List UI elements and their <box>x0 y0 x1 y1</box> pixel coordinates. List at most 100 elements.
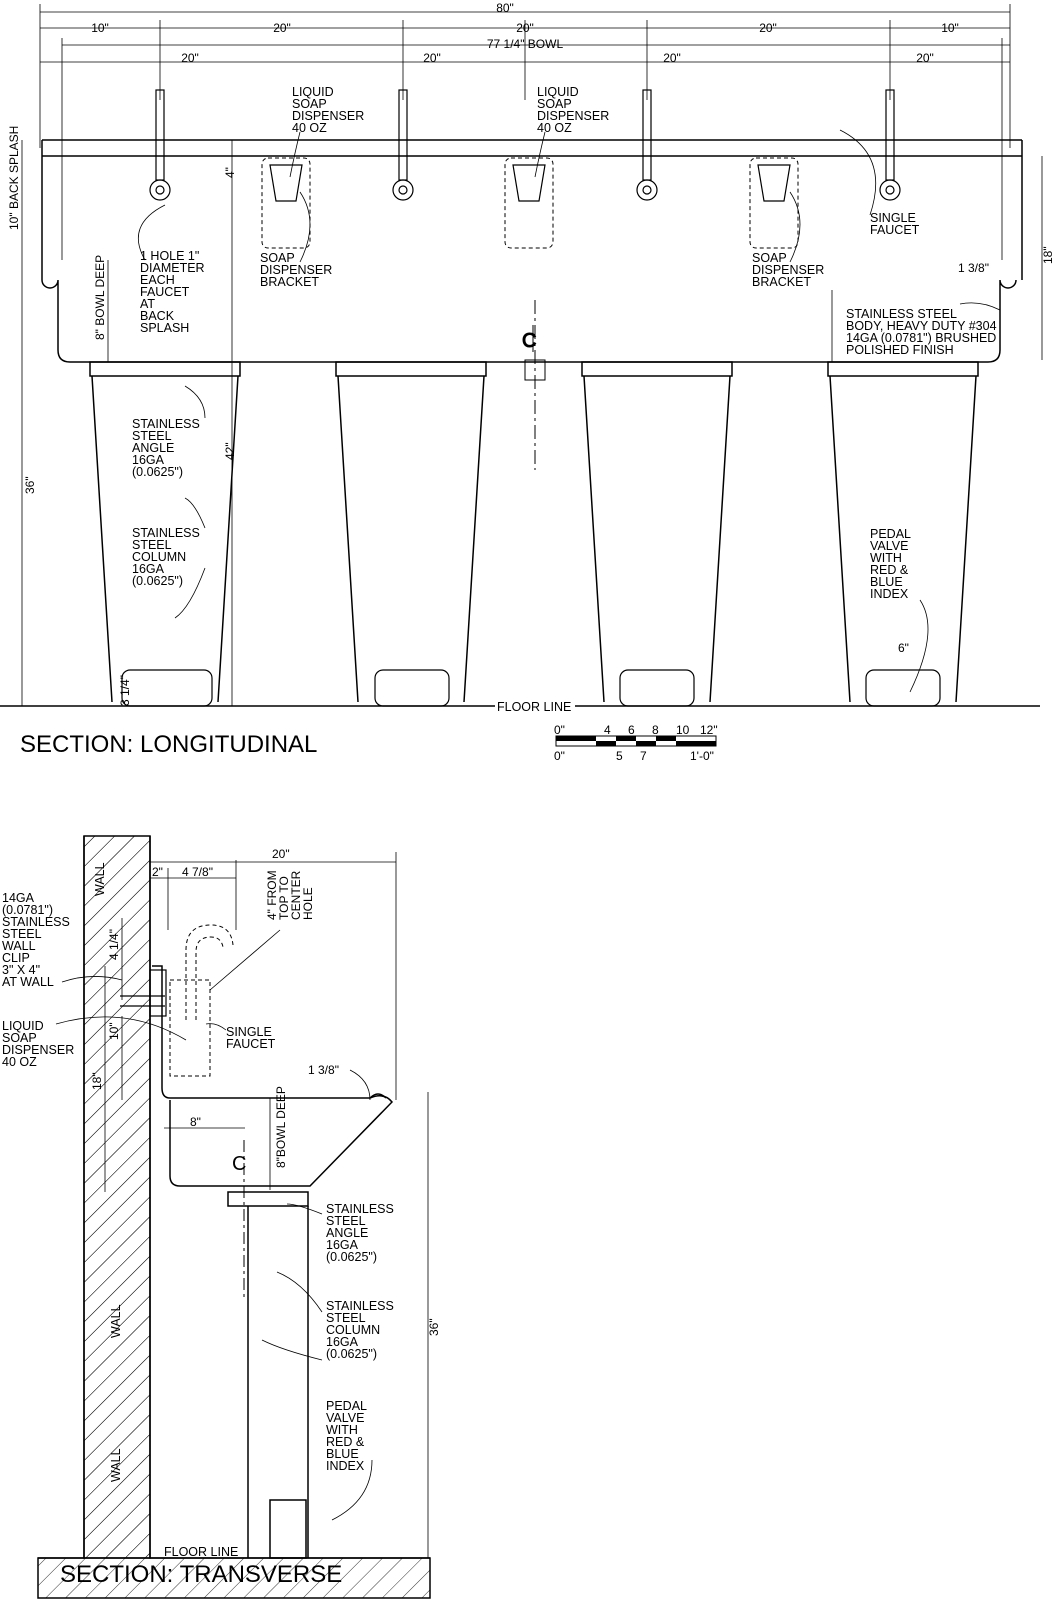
wall <box>37 835 431 1599</box>
svg-text:STAINLESS: STAINLESS <box>326 1299 394 1313</box>
svg-text:INDEX: INDEX <box>326 1459 365 1473</box>
transverse-faucet <box>169 924 234 1077</box>
dim-6: 6" <box>898 641 909 655</box>
dim-20-c: 20" <box>759 21 777 35</box>
svg-text:14GA: 14GA <box>2 891 35 905</box>
sink-body <box>41 139 1023 363</box>
label-bracket-1: SOAP DISPENSER BRACKET <box>260 251 332 289</box>
scale-top-12: 12" <box>700 723 718 737</box>
svg-text:DISPENSER: DISPENSER <box>292 109 364 123</box>
faucets <box>149 89 901 201</box>
svg-text:STEEL: STEEL <box>2 927 42 941</box>
t-dim-4-1-4: 4 1/4" <box>107 929 121 960</box>
scale-top-4: 4 <box>604 723 611 737</box>
svg-text:VALVE: VALVE <box>326 1411 364 1425</box>
svg-text:WITH: WITH <box>870 551 902 565</box>
columns <box>89 361 979 703</box>
label-hole: 1 HOLE 1" DIAMETER EACH FAUCET AT BACK S… <box>140 249 205 335</box>
t-label-from-top: 4" FROM TOP TO CENTER HOLE <box>265 870 315 920</box>
label-pedal: PEDAL VALVE WITH RED & BLUE INDEX <box>870 527 911 601</box>
t-dim-8: 8" <box>190 1115 201 1129</box>
t-label-wall-clip: 14GA (0.0781") STAINLESS STEEL WALL CLIP… <box>2 891 70 989</box>
svg-text:STAINLESS: STAINLESS <box>132 417 200 431</box>
dim-18: 18" <box>1041 246 1055 264</box>
svg-text:(0.0625"): (0.0625") <box>326 1250 377 1264</box>
svg-text:FAUCET: FAUCET <box>226 1037 276 1051</box>
sink-profile <box>152 965 394 1187</box>
svg-text:PEDAL: PEDAL <box>326 1399 367 1413</box>
svg-text:16GA: 16GA <box>132 562 165 576</box>
svg-text:CLIP: CLIP <box>2 951 30 965</box>
dim-20-a: 20" <box>273 21 291 35</box>
dim-3-1-4: 3 1/4" <box>118 675 132 706</box>
dim-bowl-deep: 8" BOWL DEEP <box>93 255 107 340</box>
svg-text:BODY, HEAVY DUTY #304: BODY, HEAVY DUTY #304 <box>846 319 997 333</box>
t-label-pedal: PEDAL VALVE WITH RED & BLUE INDEX <box>326 1399 367 1473</box>
dim-20-s2: 20" <box>423 51 441 65</box>
svg-text:DISPENSER: DISPENSER <box>260 263 332 277</box>
scale-bottom-0: 0" <box>554 749 565 763</box>
svg-text:PEDAL: PEDAL <box>870 527 911 541</box>
scale-top-6: 6 <box>628 723 635 737</box>
svg-text:STEEL: STEEL <box>132 429 172 443</box>
faucet-4 <box>879 89 901 201</box>
faucet-3 <box>636 89 658 201</box>
dim-10-right: 10" <box>941 21 959 35</box>
svg-text:AT: AT <box>140 297 155 311</box>
label-angle: STAINLESS STEEL ANGLE 16GA (0.0625") <box>132 417 200 479</box>
svg-text:1 HOLE 1": 1 HOLE 1" <box>140 249 199 263</box>
svg-text:FAUCET: FAUCET <box>140 285 190 299</box>
svg-text:40 OZ: 40 OZ <box>537 121 572 135</box>
svg-text:(0.0781"): (0.0781") <box>2 903 53 917</box>
svg-text:SINGLE: SINGLE <box>226 1025 272 1039</box>
svg-text:COLUMN: COLUMN <box>326 1323 380 1337</box>
svg-text:WITH: WITH <box>326 1423 358 1437</box>
scale-top-0: 0" <box>554 723 565 737</box>
svg-text:SPLASH: SPLASH <box>140 321 189 335</box>
dim-bowl: 77 1/4" BOWL <box>487 37 564 51</box>
soap-dispensers <box>261 157 799 249</box>
svg-text:40 OZ: 40 OZ <box>292 121 327 135</box>
t-label-faucet: SINGLE FAUCET <box>226 1025 276 1051</box>
svg-text:STAINLESS STEEL: STAINLESS STEEL <box>846 307 957 321</box>
transverse-dim-lines <box>104 852 429 1558</box>
svg-text:BACK: BACK <box>140 309 175 323</box>
t-dim-4-7-8: 4 7/8" <box>182 865 213 879</box>
dim-4: 4" <box>223 167 237 178</box>
dim-20-s3: 20" <box>663 51 681 65</box>
svg-text:14GA (0.0781") BRUSHED: 14GA (0.0781") BRUSHED <box>846 331 996 345</box>
svg-text:16GA: 16GA <box>132 453 165 467</box>
svg-text:STEEL: STEEL <box>132 538 172 552</box>
wall-label-3: WALL <box>109 1448 123 1482</box>
label-soap-dispenser-2: LIQUID SOAP DISPENSER 40 OZ <box>537 85 609 135</box>
svg-text:BRACKET: BRACKET <box>260 275 319 289</box>
dim-10-left: 10" <box>91 21 109 35</box>
svg-text:STAINLESS: STAINLESS <box>326 1202 394 1216</box>
svg-text:16GA: 16GA <box>326 1238 359 1252</box>
svg-text:AT WALL: AT WALL <box>2 975 54 989</box>
svg-text:STAINLESS: STAINLESS <box>132 526 200 540</box>
t-label-soap: LIQUID SOAP DISPENSER 40 OZ <box>2 1019 74 1069</box>
svg-text:SOAP: SOAP <box>752 251 787 265</box>
svg-text:VALVE: VALVE <box>870 539 908 553</box>
svg-text:FAUCET: FAUCET <box>870 223 920 237</box>
centerline: C <box>522 300 546 470</box>
dim-80: 80" <box>496 1 514 15</box>
svg-text:LIQUID: LIQUID <box>2 1019 44 1033</box>
svg-text:SINGLE: SINGLE <box>870 211 916 225</box>
svg-text:WALL: WALL <box>2 939 36 953</box>
svg-text:BLUE: BLUE <box>326 1447 359 1461</box>
svg-text:SOAP: SOAP <box>292 97 327 111</box>
svg-text:TOP TO: TOP TO <box>277 876 291 920</box>
t-label-angle: STAINLESS STEEL ANGLE 16GA (0.0625") <box>326 1202 394 1264</box>
faucet-1 <box>149 89 171 201</box>
transverse-section: WALL WALL WALL C FLOOR <box>2 835 441 1599</box>
t-dim-10: 10" <box>107 1022 121 1040</box>
t-dim-18: 18" <box>90 1072 104 1090</box>
svg-text:COLUMN: COLUMN <box>132 550 186 564</box>
svg-text:EACH: EACH <box>140 273 175 287</box>
svg-text:(0.0625"): (0.0625") <box>132 465 183 479</box>
scale-top-8: 8 <box>652 723 659 737</box>
dim-1-3-8: 1 3/8" <box>958 261 989 275</box>
